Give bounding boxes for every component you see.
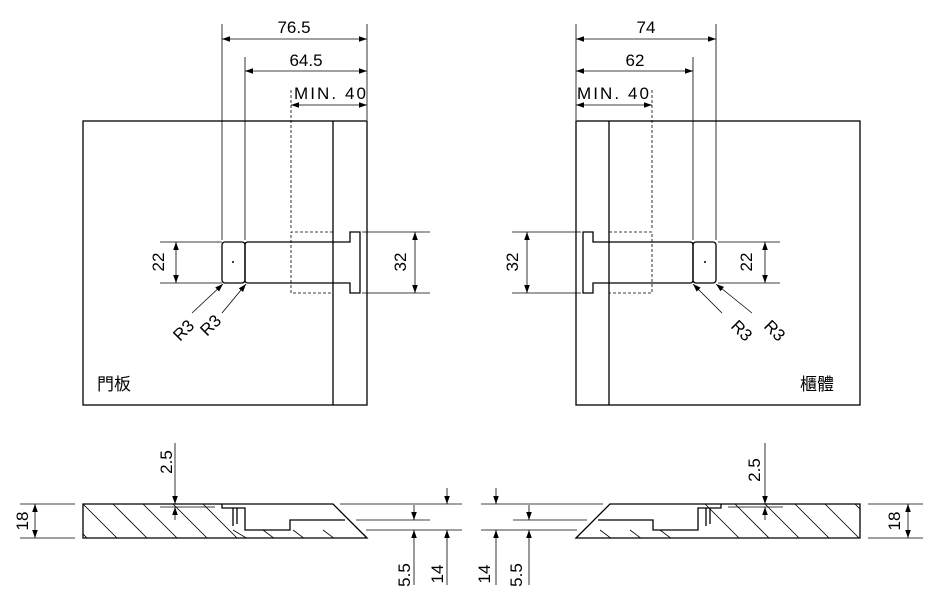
cabinet-view: 74 62 MIN. 40 22 32 R3 R3 櫃體 [503,18,861,406]
dim-recess-depth: 2.5 [745,458,764,482]
dim-plate-height: 22 [737,253,756,272]
dim-min-label: MIN. 40 [577,84,649,103]
dim-hole-label: 62 [626,51,645,70]
radius-label-1: R3 [727,316,756,345]
door-panel-outline [82,120,368,406]
dim-recess-depth: 2.5 [157,450,176,474]
dim-plate-height: 22 [149,253,168,272]
dim-overall-label: 74 [637,18,656,37]
radius-label-2: R3 [196,311,225,340]
door-panel-section: 18 2.5 5.5 14 [13,443,462,587]
door-panel-label: 門板 [97,375,131,395]
dim-overall-label: 76.5 [277,18,310,37]
dim-a: 5.5 [395,563,414,587]
cabinet-label: 櫃體 [800,375,834,395]
radius-label-1: R3 [169,316,198,345]
dim-b: 14 [475,565,494,584]
dim-min-label: MIN. 40 [294,84,366,103]
dim-a: 5.5 [507,563,526,587]
cabinet-section: 18 2.5 5.5 14 [475,443,923,587]
dim-flange-height: 32 [391,253,410,272]
hinge-body [244,231,361,294]
dim-hole-label: 64.5 [289,51,322,70]
dim-thickness: 18 [13,512,32,531]
radius-label-2: R3 [760,316,789,345]
dim-b: 14 [428,565,447,584]
cabinet-outline [575,120,861,406]
door-panel-view: 76.5 64.5 MIN. 40 22 32 R3 R3 門板 [82,18,430,406]
dim-flange-height: 32 [503,253,522,272]
dim-thickness: 18 [885,512,904,531]
